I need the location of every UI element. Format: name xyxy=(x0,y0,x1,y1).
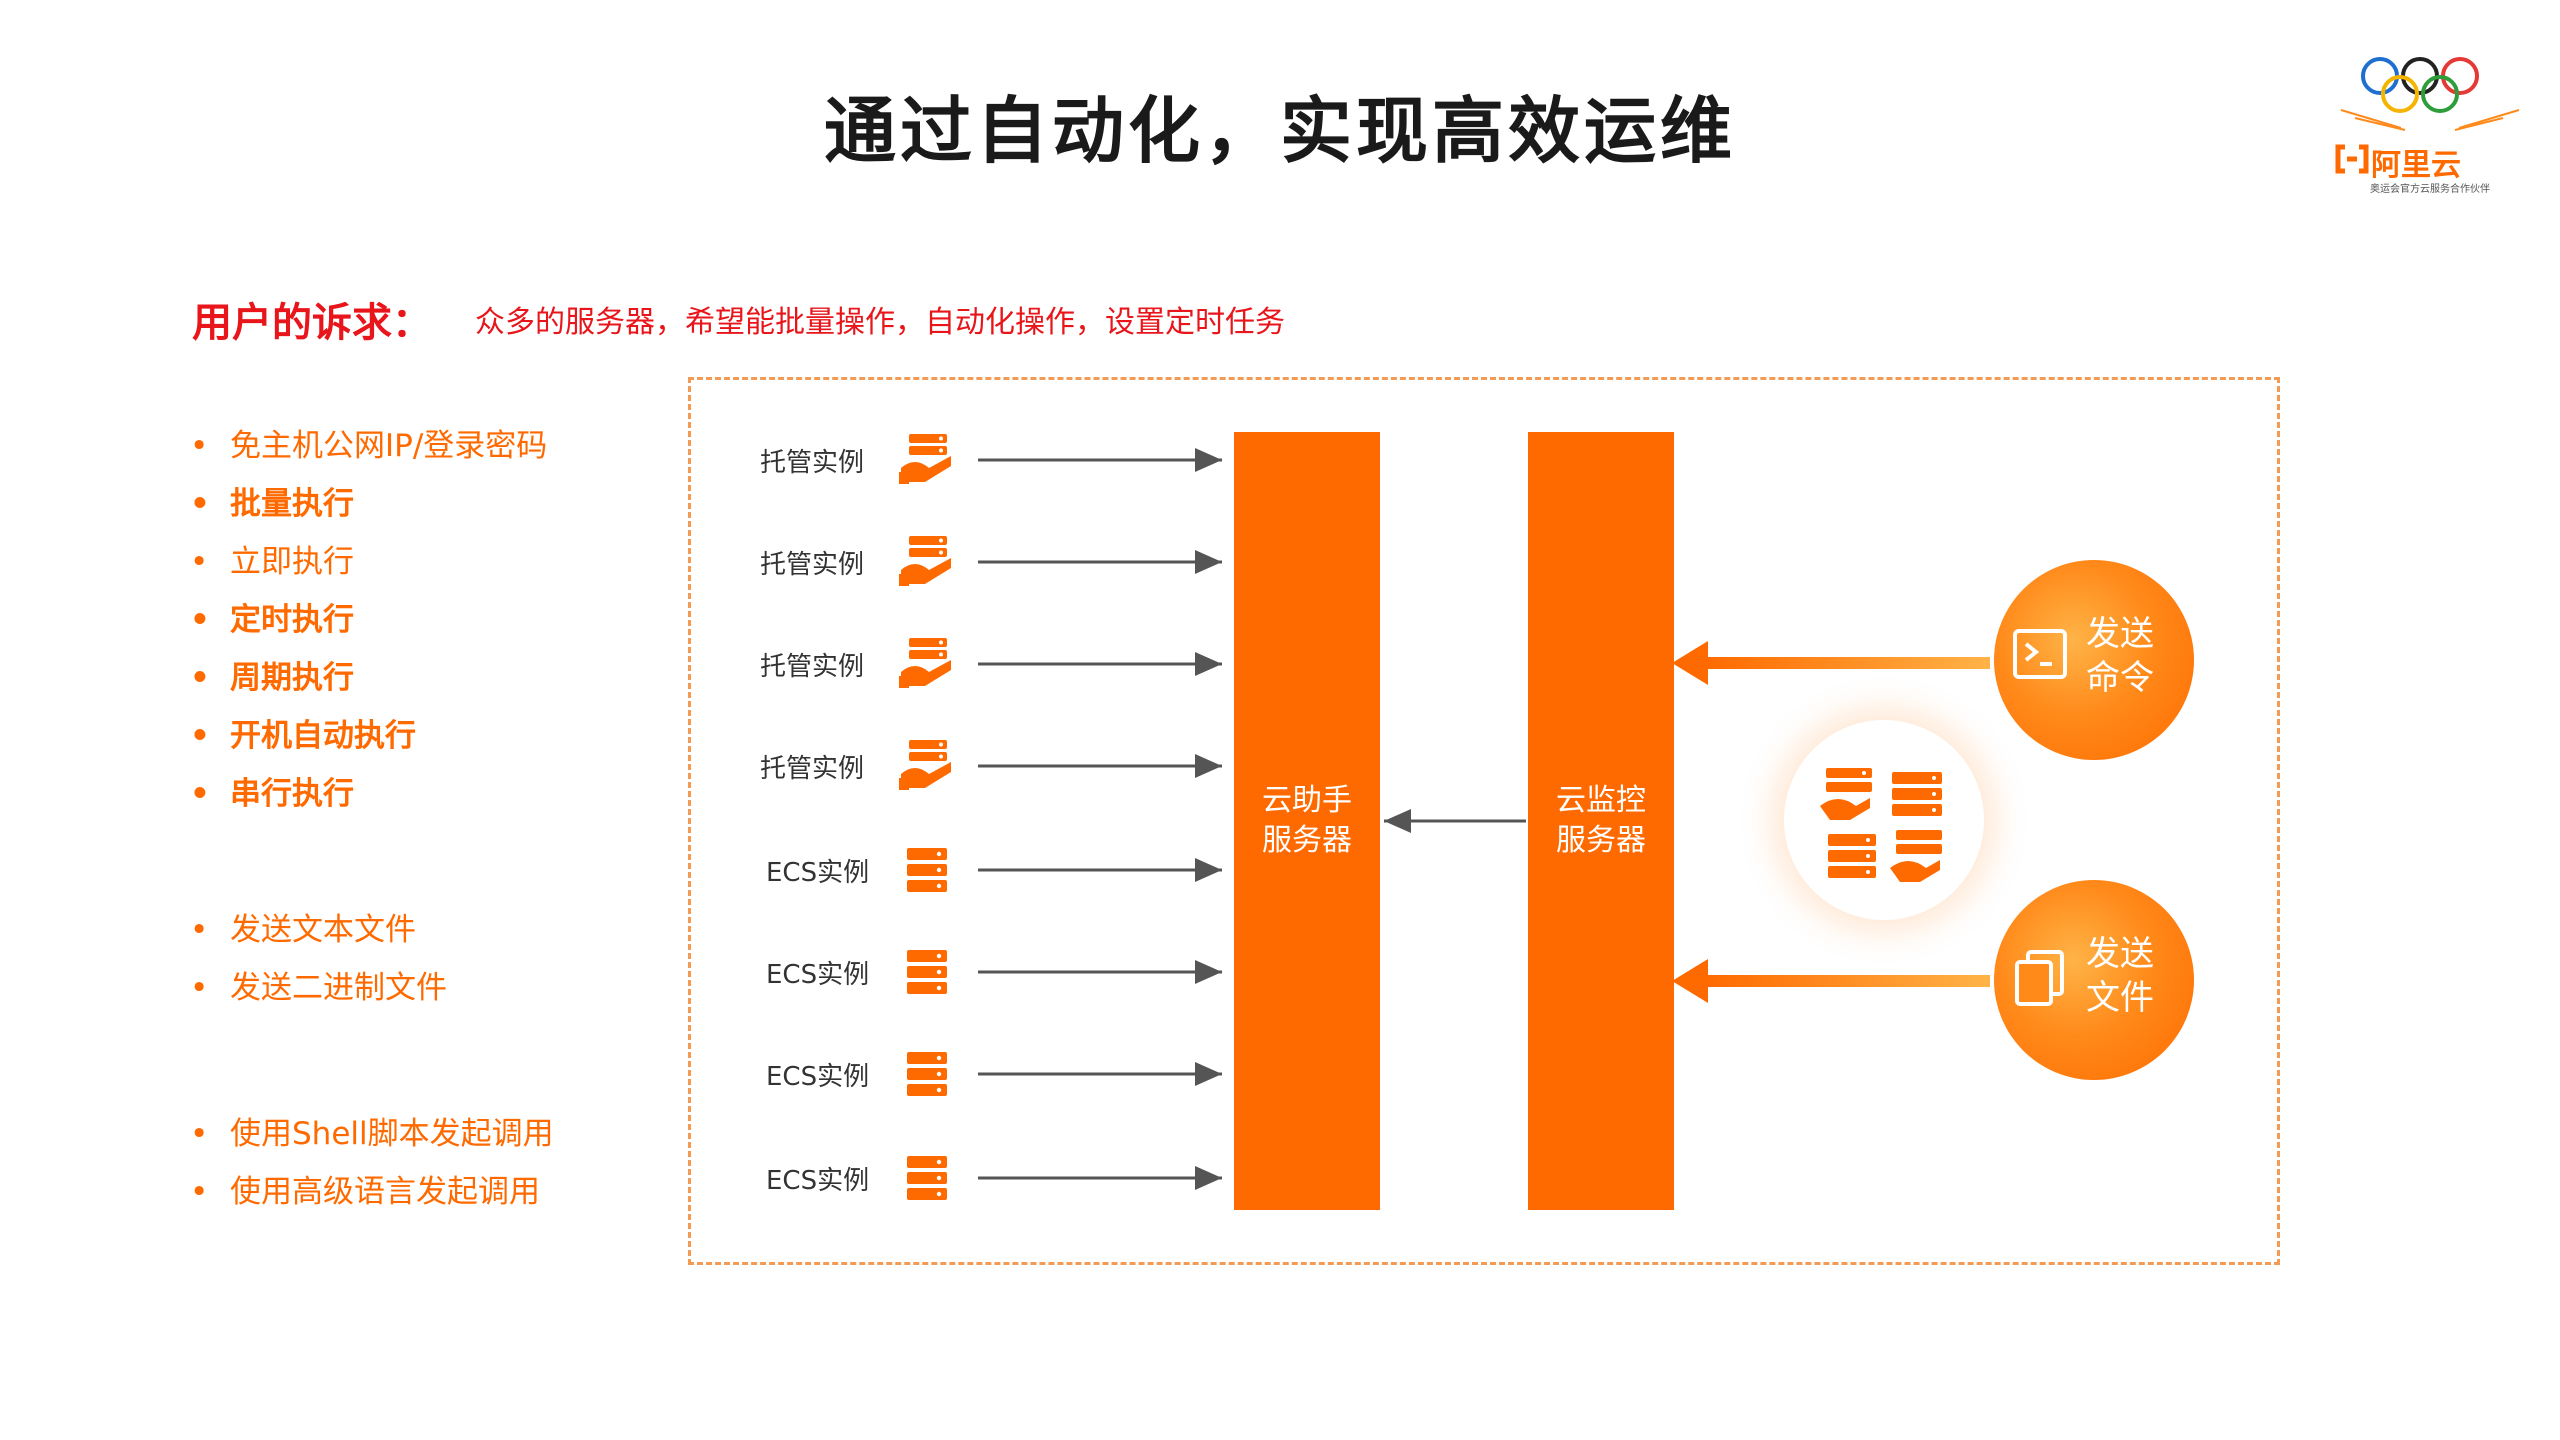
bullet-dot: • xyxy=(190,912,209,948)
feature-item: • 批量执行 xyxy=(190,478,354,523)
logo-brand-text: 阿里云 xyxy=(2371,148,2461,183)
ecs-server-icon xyxy=(907,1052,947,1096)
page-title: 通过自动化，实现高效运维 xyxy=(823,89,1736,173)
instance-label: ECS实例 xyxy=(766,1166,870,1196)
feature-item: • 串行执行 xyxy=(190,768,354,813)
feature-text: 使用高级语言发起调用 xyxy=(230,1174,540,1210)
feature-text: 使用Shell脚本发起调用 xyxy=(230,1116,554,1152)
feature-text: 立即执行 xyxy=(230,544,354,580)
monitor-server-line2: 服务器 xyxy=(1556,823,1646,858)
bullet-dot: • xyxy=(190,970,209,1006)
architecture-frame xyxy=(688,377,2280,1265)
bullet-dot: • xyxy=(190,1174,209,1210)
command-to-monitor-arrow xyxy=(1672,641,1990,685)
logo-tagline: 奥运会官方云服务合作伙伴 xyxy=(2370,184,2490,195)
bullet-dot: • xyxy=(190,1116,209,1152)
managed-server-icon xyxy=(899,740,951,790)
feature-item: • 发送文本文件 xyxy=(190,904,416,949)
bullet-dot: • xyxy=(190,602,210,638)
bullet-dot: • xyxy=(190,544,209,580)
feature-text: 批量执行 xyxy=(230,486,354,522)
demand-label: 用户的诉求： xyxy=(192,300,432,346)
feature-item: • 立即执行 xyxy=(190,536,354,581)
send-file-line2: 文件 xyxy=(2086,978,2154,1018)
feature-item: • 定时执行 xyxy=(190,594,354,639)
instance-label: 托管实例 xyxy=(760,754,865,784)
file-to-monitor-arrow xyxy=(1672,959,1990,1003)
bullet-dot: • xyxy=(190,718,210,754)
bullet-dot: • xyxy=(190,660,210,696)
managed-server-icon xyxy=(899,434,951,484)
feature-text: 定时执行 xyxy=(230,602,354,638)
ecs-server-icon xyxy=(907,1156,947,1200)
olympic-rings-icon xyxy=(2340,57,2520,131)
feature-item: • 使用高级语言发起调用 xyxy=(190,1166,540,1211)
feature-text: 免主机公网IP/登录密码 xyxy=(230,428,548,464)
managed-server-icon xyxy=(899,536,951,586)
assistant-server-line1: 云助手 xyxy=(1262,783,1352,818)
terminal-icon xyxy=(2013,629,2067,679)
server-cluster-icon xyxy=(1820,768,1942,882)
feature-text: 开机自动执行 xyxy=(230,718,416,754)
send-file-line1: 发送 xyxy=(2086,934,2154,974)
feature-item: • 免主机公网IP/登录密码 xyxy=(190,420,547,465)
instance-label: ECS实例 xyxy=(766,858,870,888)
send-file-circle: 发送 文件 xyxy=(1994,880,2194,1080)
feature-item: • 发送二进制文件 xyxy=(190,962,447,1007)
instance-label: 托管实例 xyxy=(760,652,865,682)
send-command-circle: 发送 命令 xyxy=(1994,560,2194,760)
feature-item: • 周期执行 xyxy=(190,652,354,697)
monitor-server-box: 云监控 服务器 xyxy=(1528,432,1674,1210)
send-command-line2: 命令 xyxy=(2086,658,2154,698)
feature-text: 发送二进制文件 xyxy=(230,970,447,1006)
ecs-server-icon xyxy=(907,848,947,892)
aliyun-mark-icon xyxy=(2335,144,2369,174)
ecs-server-icon xyxy=(907,950,947,994)
instance-label: ECS实例 xyxy=(766,960,870,990)
bullet-dot: • xyxy=(190,776,210,812)
send-command-line1: 发送 xyxy=(2086,614,2154,654)
bullet-dot: • xyxy=(190,486,210,522)
file-copy-icon xyxy=(2015,950,2064,1006)
bullet-dot: • xyxy=(190,428,209,464)
feature-text: 周期执行 xyxy=(230,660,354,696)
assistant-server-line2: 服务器 xyxy=(1262,823,1352,858)
feature-item: • 开机自动执行 xyxy=(190,710,416,755)
feature-item: • 使用Shell脚本发起调用 xyxy=(190,1108,554,1153)
instance-label: 托管实例 xyxy=(760,550,865,580)
monitor-server-line1: 云监控 xyxy=(1556,783,1646,818)
instance-label: 托管实例 xyxy=(760,448,865,478)
managed-server-icon xyxy=(899,638,951,688)
instance-label: ECS实例 xyxy=(766,1062,870,1092)
feature-text: 发送文本文件 xyxy=(230,912,416,948)
server-cluster-hub xyxy=(1784,720,1984,920)
demand-text: 众多的服务器，希望能批量操作，自动化操作，设置定时任务 xyxy=(475,305,1285,340)
feature-text: 串行执行 xyxy=(230,776,354,812)
aliyun-logo: 阿里云 奥运会官方云服务合作伙伴 xyxy=(2335,48,2525,198)
assistant-server-box: 云助手 服务器 xyxy=(1234,432,1380,1210)
